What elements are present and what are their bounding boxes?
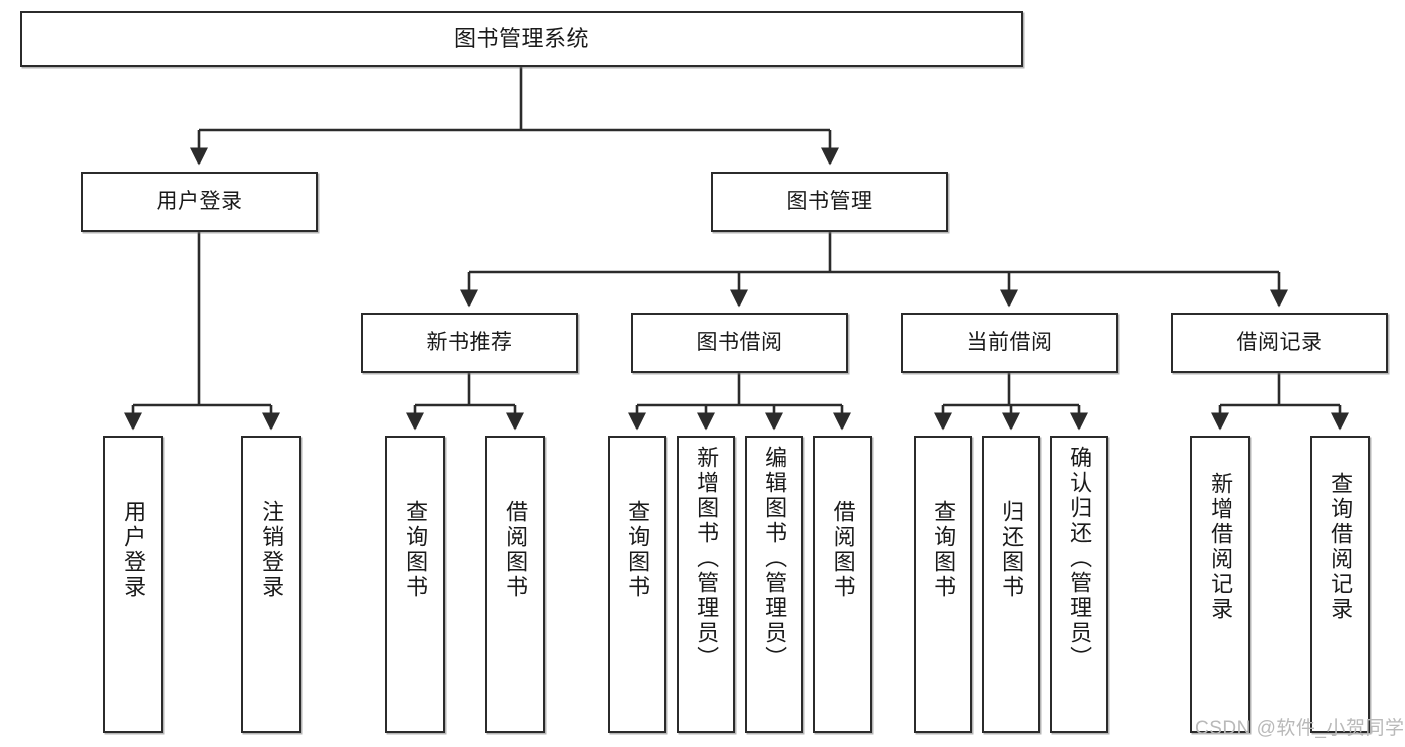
- node-label: 图书管理系统: [453, 25, 589, 51]
- leaf-add-book-admin[interactable]: 新增图书（管理员）: [677, 436, 735, 733]
- node-label: 借阅图书: [503, 500, 529, 600]
- leaf-borrow-book[interactable]: 借阅图书: [813, 436, 872, 733]
- node-current-borrow[interactable]: 当前借阅: [901, 313, 1118, 373]
- node-label: 图书管理: [786, 189, 873, 213]
- node-new-book-recommend[interactable]: 新书推荐: [361, 313, 578, 373]
- node-user-login[interactable]: 用户登录: [81, 172, 318, 232]
- watermark-text: CSDN @软件_小贺同学: [1195, 718, 1405, 739]
- leaf-logout[interactable]: 注销登录: [241, 436, 301, 733]
- node-label: 查询图书: [931, 500, 957, 600]
- node-label: 用户登录: [121, 500, 147, 600]
- node-borrow-record[interactable]: 借阅记录: [1171, 313, 1388, 373]
- leaf-query-borrow-record[interactable]: 查询借阅记录: [1310, 436, 1370, 733]
- node-label: 查询图书: [625, 500, 651, 600]
- node-label: 查询图书: [403, 500, 429, 600]
- leaf-edit-book-admin[interactable]: 编辑图书（管理员）: [745, 436, 803, 733]
- node-label: 借阅图书: [830, 500, 856, 600]
- leaf-query-book-borrow[interactable]: 查询图书: [608, 436, 666, 733]
- leaf-user-login[interactable]: 用户登录: [103, 436, 163, 733]
- leaf-confirm-return-admin[interactable]: 确认归还（管理员）: [1050, 436, 1108, 733]
- node-label: 编辑图书（管理员）: [762, 446, 788, 671]
- node-root-system[interactable]: 图书管理系统: [20, 11, 1023, 67]
- node-label: 借阅记录: [1236, 330, 1323, 354]
- node-label: 当前借阅: [966, 330, 1053, 354]
- leaf-add-borrow-record[interactable]: 新增借阅记录: [1190, 436, 1250, 733]
- node-label: 归还图书: [999, 500, 1025, 600]
- node-book-borrow[interactable]: 图书借阅: [631, 313, 848, 373]
- node-label: 确认归还（管理员）: [1067, 446, 1093, 671]
- node-label: 用户登录: [156, 189, 243, 213]
- node-label: 新增图书（管理员）: [694, 446, 720, 671]
- node-label: 注销登录: [259, 500, 285, 600]
- leaf-return-book[interactable]: 归还图书: [982, 436, 1040, 733]
- leaf-query-book-recommend[interactable]: 查询图书: [385, 436, 445, 733]
- leaf-query-book-current[interactable]: 查询图书: [914, 436, 972, 733]
- node-book-management[interactable]: 图书管理: [711, 172, 948, 232]
- node-label: 图书借阅: [696, 330, 783, 354]
- node-label: 新增借阅记录: [1208, 472, 1234, 622]
- node-label: 新书推荐: [426, 330, 513, 354]
- leaf-borrow-book-recommend[interactable]: 借阅图书: [485, 436, 545, 733]
- node-label: 查询借阅记录: [1328, 472, 1354, 622]
